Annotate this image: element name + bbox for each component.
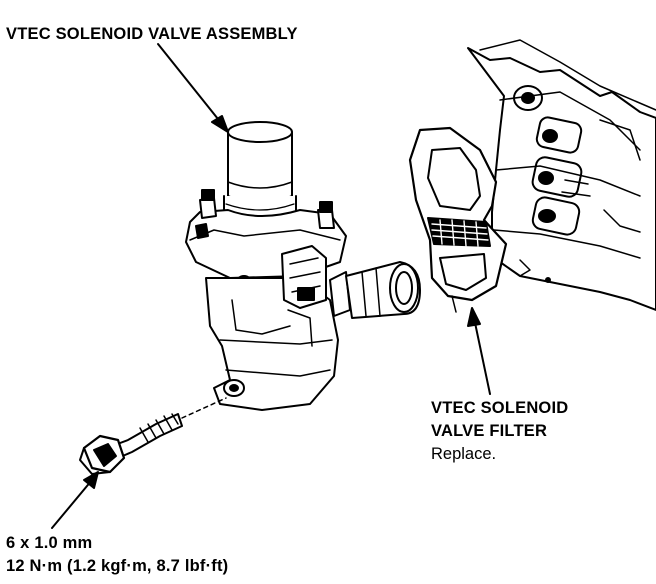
solenoid-valve-filter (408, 126, 508, 313)
filter-label-line1: VTEC SOLENOID (431, 399, 569, 417)
filter-action-note: Replace. (431, 445, 497, 463)
solenoid-valve-assembly (185, 121, 421, 411)
assembly-label: VTEC SOLENOID VALVE ASSEMBLY (6, 25, 298, 43)
bolt-size-label: 6 x 1.0 mm (6, 534, 93, 552)
bolt-torque-label: 12 N·m (1.2 kgf·m, 8.7 lbf·ft) (6, 557, 229, 575)
mounting-bolt (79, 413, 183, 475)
filter-label-line2: VALVE FILTER (431, 422, 548, 440)
assembly-dash-line (181, 397, 227, 419)
leader-arrows (51, 43, 491, 529)
